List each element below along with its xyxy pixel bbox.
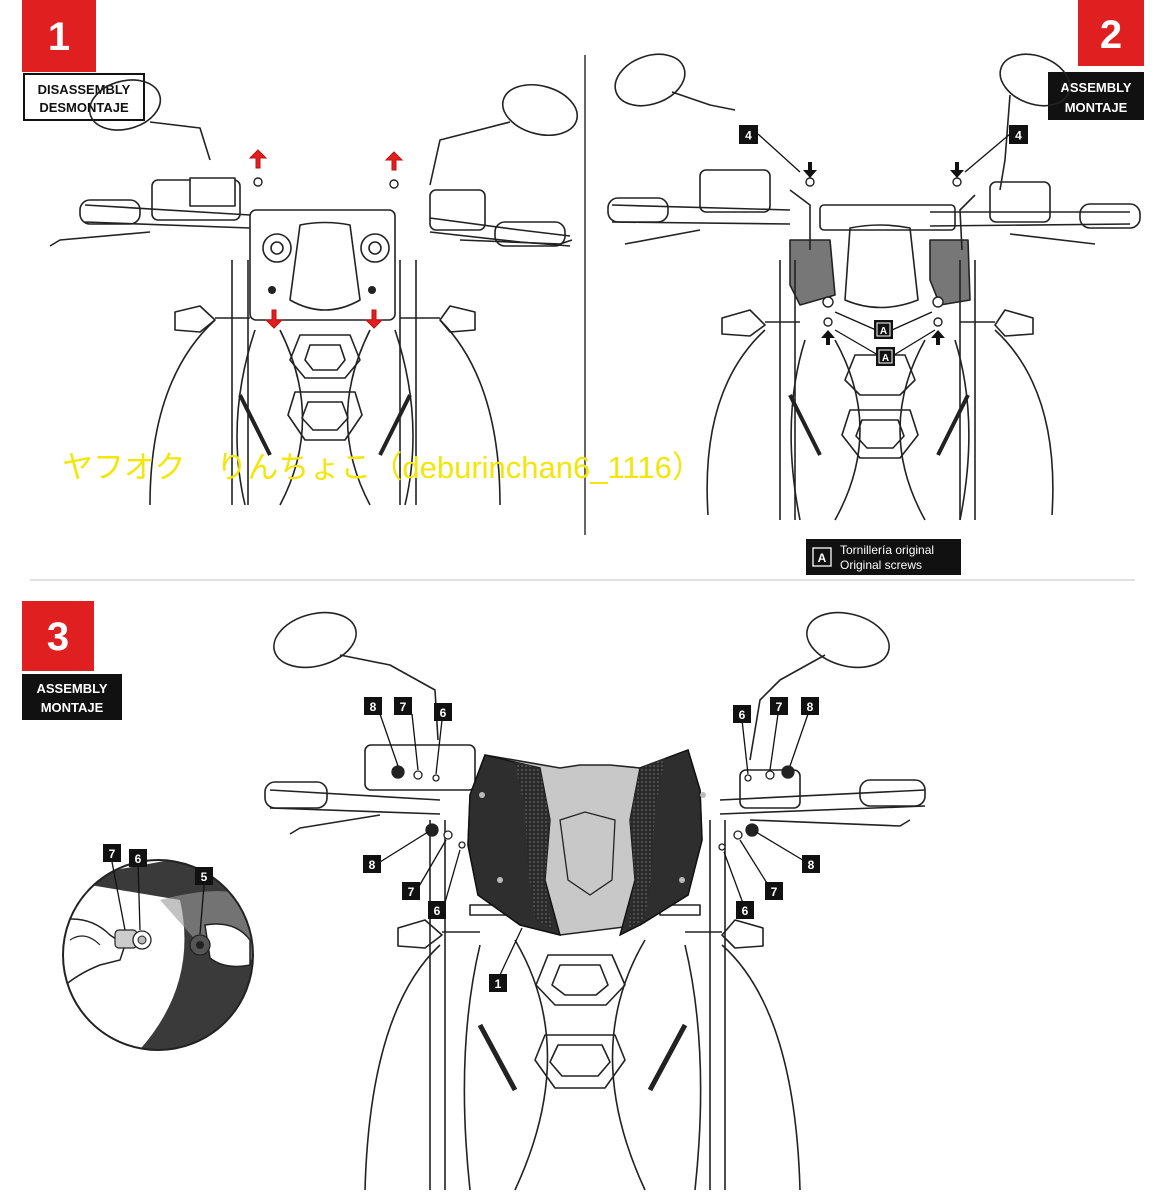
svg-text:8: 8 — [370, 700, 377, 714]
svg-text:8: 8 — [808, 858, 815, 872]
svg-text:7: 7 — [771, 885, 778, 899]
screw-icon — [268, 286, 276, 294]
callout-7-bottom-left: 7 — [402, 882, 420, 900]
legend-line1: Tornillería original — [840, 543, 934, 557]
callout-4-right: 4 — [1009, 125, 1028, 144]
step1-number: 1 — [48, 15, 70, 59]
callout-6-bottom-right: 6 — [736, 901, 754, 919]
callout-8-top-left: 8 — [364, 697, 382, 715]
svg-text:7: 7 — [408, 885, 415, 899]
svg-text:1: 1 — [495, 977, 502, 991]
svg-text:6: 6 — [440, 706, 447, 720]
callout-A-lower: A — [876, 347, 895, 366]
svg-text:8: 8 — [807, 700, 814, 714]
callout-6-bottom-left: 6 — [428, 901, 446, 919]
legend-key: A — [818, 551, 827, 565]
detail-magnifier — [62, 859, 254, 1051]
step2-panel: 2 ASSEMBLY MONTAJE — [607, 0, 1144, 575]
callout-8-bottom-left: 8 — [363, 855, 381, 873]
motorcycle-front-step1 — [49, 79, 579, 506]
screw-icon — [368, 286, 376, 294]
callout-7-detail: 7 — [103, 844, 121, 862]
svg-text:5: 5 — [201, 870, 208, 884]
step2-hardware — [757, 133, 1011, 356]
step2-label-box — [1048, 72, 1144, 120]
callout-8-top-right: 8 — [801, 697, 819, 715]
legend-box: A Tornillería original Original screws — [806, 539, 961, 575]
step2-label-line2: MONTAJE — [1065, 100, 1128, 115]
step3-panel: 3 ASSEMBLY MONTAJE — [22, 601, 926, 1191]
callout-7-top-left: 7 — [394, 697, 412, 715]
watermark-text: ヤフオク りんちょこ（deburinchan6_1116） — [62, 450, 703, 485]
callout-7-top-right: 7 — [770, 697, 788, 715]
svg-text:6: 6 — [434, 904, 441, 918]
step3-label-box — [22, 674, 122, 720]
callout-8-bottom-right: 8 — [802, 855, 820, 873]
svg-text:6: 6 — [742, 904, 749, 918]
step2-number-badge — [1078, 0, 1144, 66]
callout-A-upper: A — [874, 320, 893, 339]
callout-6-top-right: 6 — [733, 705, 751, 723]
svg-text:8: 8 — [369, 858, 376, 872]
step1-label-box — [23, 73, 145, 121]
callout-1: 1 — [489, 974, 507, 992]
step3-label-line2: MONTAJE — [41, 700, 104, 715]
step3-number-badge — [22, 601, 94, 671]
step3-hardware — [379, 713, 809, 976]
step1-label-line1: DISASSEMBLY — [38, 82, 131, 97]
screw-icon — [823, 317, 833, 327]
svg-text:6: 6 — [135, 852, 142, 866]
screw-icon — [253, 177, 263, 187]
callout-7-bottom-right: 7 — [765, 882, 783, 900]
screw-icon — [805, 177, 815, 187]
screw-icon — [952, 177, 962, 187]
svg-text:7: 7 — [776, 700, 783, 714]
step2-number: 2 — [1100, 13, 1122, 57]
screw-icon — [933, 317, 943, 327]
svg-text:4: 4 — [745, 129, 752, 143]
step1-panel: 1 DISASSEMBLY DESMONTAJE — [22, 0, 579, 506]
svg-text:A: A — [882, 353, 889, 364]
svg-text:4: 4 — [1015, 129, 1022, 143]
screw-icon — [389, 179, 399, 189]
removal-arrows — [248, 149, 404, 329]
callout-4-left: 4 — [739, 125, 758, 144]
callout-5-detail: 5 — [195, 867, 213, 885]
windscreen — [467, 748, 706, 937]
step3-number: 3 — [47, 615, 69, 659]
svg-text:7: 7 — [109, 847, 116, 861]
step1-number-badge — [22, 0, 96, 72]
motorcycle-front-step2 — [607, 53, 1141, 521]
svg-text:A: A — [880, 326, 887, 337]
callout-6-detail: 6 — [129, 849, 147, 867]
step1-label-line2: DESMONTAJE — [39, 100, 129, 115]
step3-label-line1: ASSEMBLY — [36, 681, 107, 696]
svg-text:6: 6 — [739, 708, 746, 722]
callout-6-top-left: 6 — [434, 703, 452, 721]
svg-text:7: 7 — [400, 700, 407, 714]
motorcycle-front-step3 — [264, 611, 926, 1191]
legend-line2: Original screws — [840, 558, 922, 572]
step2-label-line1: ASSEMBLY — [1060, 80, 1131, 95]
